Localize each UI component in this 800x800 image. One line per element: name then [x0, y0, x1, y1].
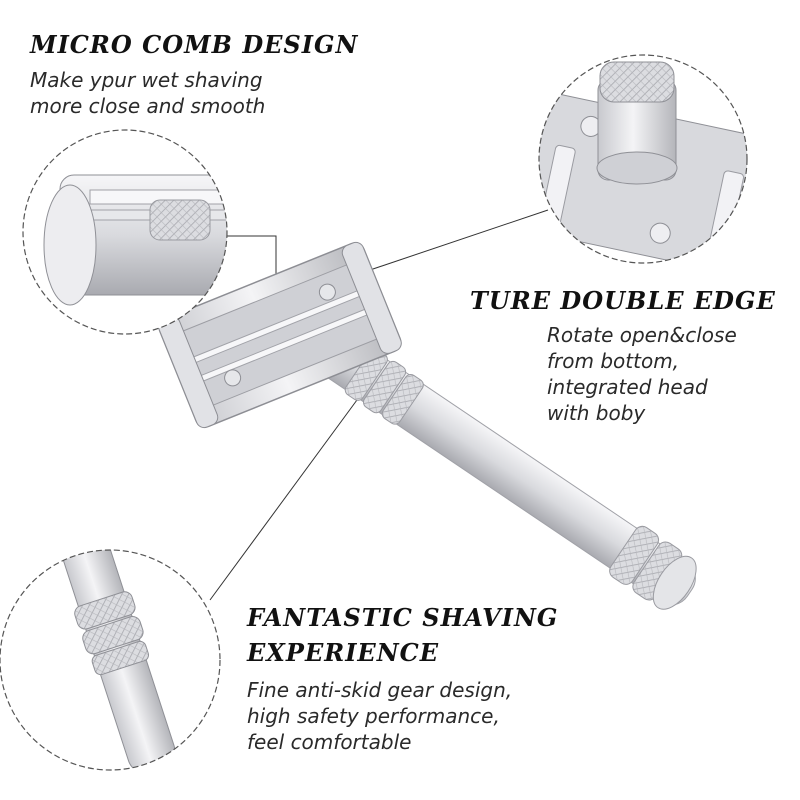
- description-line: from bottom,: [547, 349, 680, 373]
- feature-title-double-edge: TURE DOUBLE EDGE: [470, 286, 776, 315]
- feature-title-micro-comb: MICRO COMB DESIGN: [30, 30, 359, 59]
- detail-circle-double-edge: [538, 54, 748, 264]
- feature-description-double-edge: Rotate open&close from bottom, integrate…: [547, 322, 737, 426]
- feature-title-shaving-experience-line2: EXPERIENCE: [247, 638, 440, 667]
- feature-title-shaving-experience: FANTASTIC SHAVING: [247, 603, 559, 632]
- description-line: Fine anti-skid gear design,: [247, 678, 513, 702]
- description-line: Make ypur wet shaving: [30, 68, 263, 92]
- description-line: with boby: [547, 401, 646, 425]
- description-line: integrated head: [547, 375, 708, 399]
- feature-description-shaving-experience: Fine anti-skid gear design, high safety …: [247, 677, 512, 755]
- description-line: high safety performance,: [247, 704, 500, 728]
- feature-description-micro-comb: Make ypur wet shaving more close and smo…: [30, 67, 265, 119]
- detail-circle-comb: [22, 129, 228, 335]
- detail-circle-grip: [0, 549, 221, 771]
- description-line: feel comfortable: [247, 730, 412, 754]
- description-line: Rotate open&close: [547, 323, 737, 347]
- description-line: more close and smooth: [30, 94, 266, 118]
- safety-razor: [158, 241, 697, 610]
